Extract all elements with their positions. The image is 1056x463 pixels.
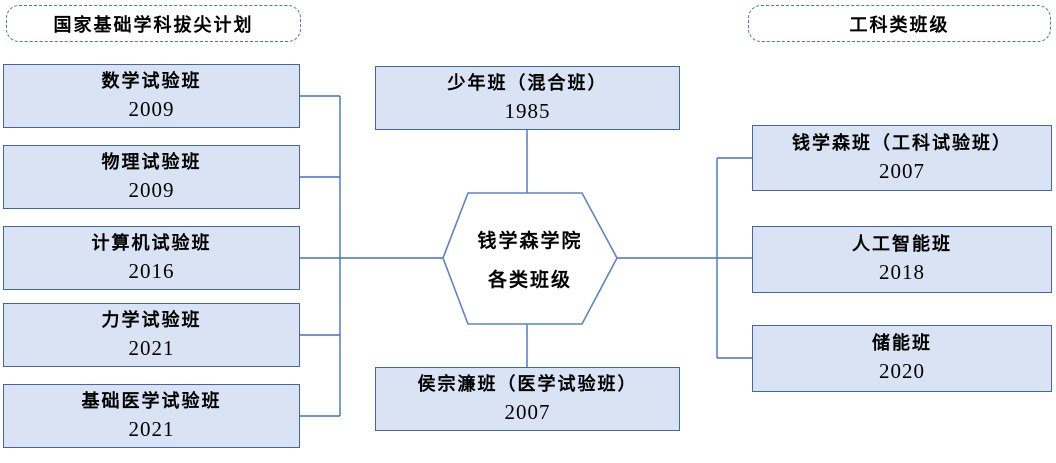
node-houzonglianban: 侯宗濂班（医学试验班） 2007 xyxy=(375,367,680,431)
node-year: 2007 xyxy=(504,399,551,424)
node-year: 2009 xyxy=(128,177,175,202)
node-year: 2009 xyxy=(128,96,175,121)
node-mechanics-class: 力学试验班 2021 xyxy=(3,303,300,367)
node-year: 2007 xyxy=(879,158,925,183)
node-basic-medicine-class: 基础医学试验班 2021 xyxy=(3,384,300,448)
node-year: 2021 xyxy=(128,416,175,441)
node-ai-class: 人工智能班 2018 xyxy=(752,226,1052,293)
node-label: 人工智能班 xyxy=(852,234,952,255)
node-computer-class: 计算机试验班 2016 xyxy=(3,226,300,290)
node-energy-storage-class: 储能班 2020 xyxy=(752,325,1052,392)
node-year: 2021 xyxy=(128,335,175,360)
node-label: 钱学森班（工科试验班） xyxy=(792,132,1012,153)
node-math-class: 数学试验班 2009 xyxy=(3,64,300,128)
node-label: 少年班（混合班） xyxy=(447,72,608,93)
hexagon-label-line2: 各类班级 xyxy=(487,269,572,291)
node-label: 物理试验班 xyxy=(101,151,202,172)
hexagon-label: 钱学森学院 各类班级 xyxy=(443,193,617,324)
left-connectors xyxy=(300,95,443,417)
node-shaonianban: 少年班（混合班） 1985 xyxy=(375,66,680,130)
header-engineering-classes: 工科类班级 xyxy=(748,5,1051,42)
hexagon-shape xyxy=(442,192,618,325)
header-label: 工科类班级 xyxy=(849,14,950,35)
node-label: 侯宗濂班（医学试验班） xyxy=(417,373,638,394)
node-year: 2020 xyxy=(879,359,925,384)
node-label: 基础医学试验班 xyxy=(81,390,222,411)
node-label: 数学试验班 xyxy=(101,70,202,91)
hexagon-label-line1: 钱学森学院 xyxy=(477,230,583,252)
node-label: 计算机试验班 xyxy=(91,232,212,253)
node-qianxuesen-class: 钱学森班（工科试验班） 2007 xyxy=(752,125,1052,191)
header-basic-discipline-program: 国家基础学科拔尖计划 xyxy=(6,5,301,42)
right-connectors xyxy=(617,157,752,359)
node-label: 力学试验班 xyxy=(101,309,202,330)
node-label: 储能班 xyxy=(872,333,932,354)
node-year: 1985 xyxy=(504,98,551,123)
node-year: 2016 xyxy=(128,258,175,283)
node-physics-class: 物理试验班 2009 xyxy=(3,145,300,209)
header-label: 国家基础学科拔尖计划 xyxy=(53,14,254,35)
node-year: 2018 xyxy=(879,260,925,285)
